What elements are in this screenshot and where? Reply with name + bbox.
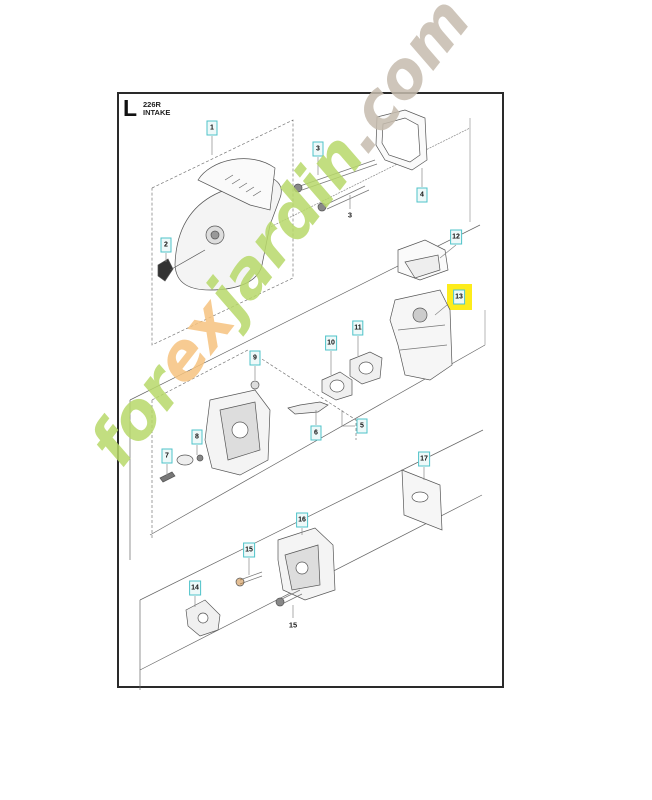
callout-part-11: 11: [352, 320, 364, 336]
callout-part-8: 8: [191, 429, 203, 445]
model-name: 226R: [143, 100, 161, 109]
callout-part-13: 13: [453, 289, 465, 305]
callout-part-10: 10: [325, 335, 337, 351]
callout-part-3: 3: [347, 210, 353, 220]
callout-part-2: 2: [160, 237, 172, 253]
callout-part-3: 3: [312, 141, 324, 157]
section-title: 226R INTAKE: [143, 101, 170, 117]
callout-part-15: 15: [243, 542, 255, 558]
callout-part-1: 1: [206, 120, 218, 136]
section-name: INTAKE: [143, 108, 171, 117]
callout-part-15: 15: [288, 620, 298, 630]
section-letter: L: [123, 95, 138, 121]
callout-part-7: 7: [161, 448, 173, 464]
callout-part-4: 4: [416, 187, 428, 203]
callout-part-17: 17: [418, 451, 430, 467]
callout-part-16: 16: [296, 512, 308, 528]
callout-part-5: 5: [356, 418, 368, 434]
callout-part-12: 12: [450, 229, 462, 245]
callout-part-14: 14: [189, 580, 201, 596]
callout-part-9: 9: [249, 350, 261, 366]
callout-part-6: 6: [310, 425, 322, 441]
